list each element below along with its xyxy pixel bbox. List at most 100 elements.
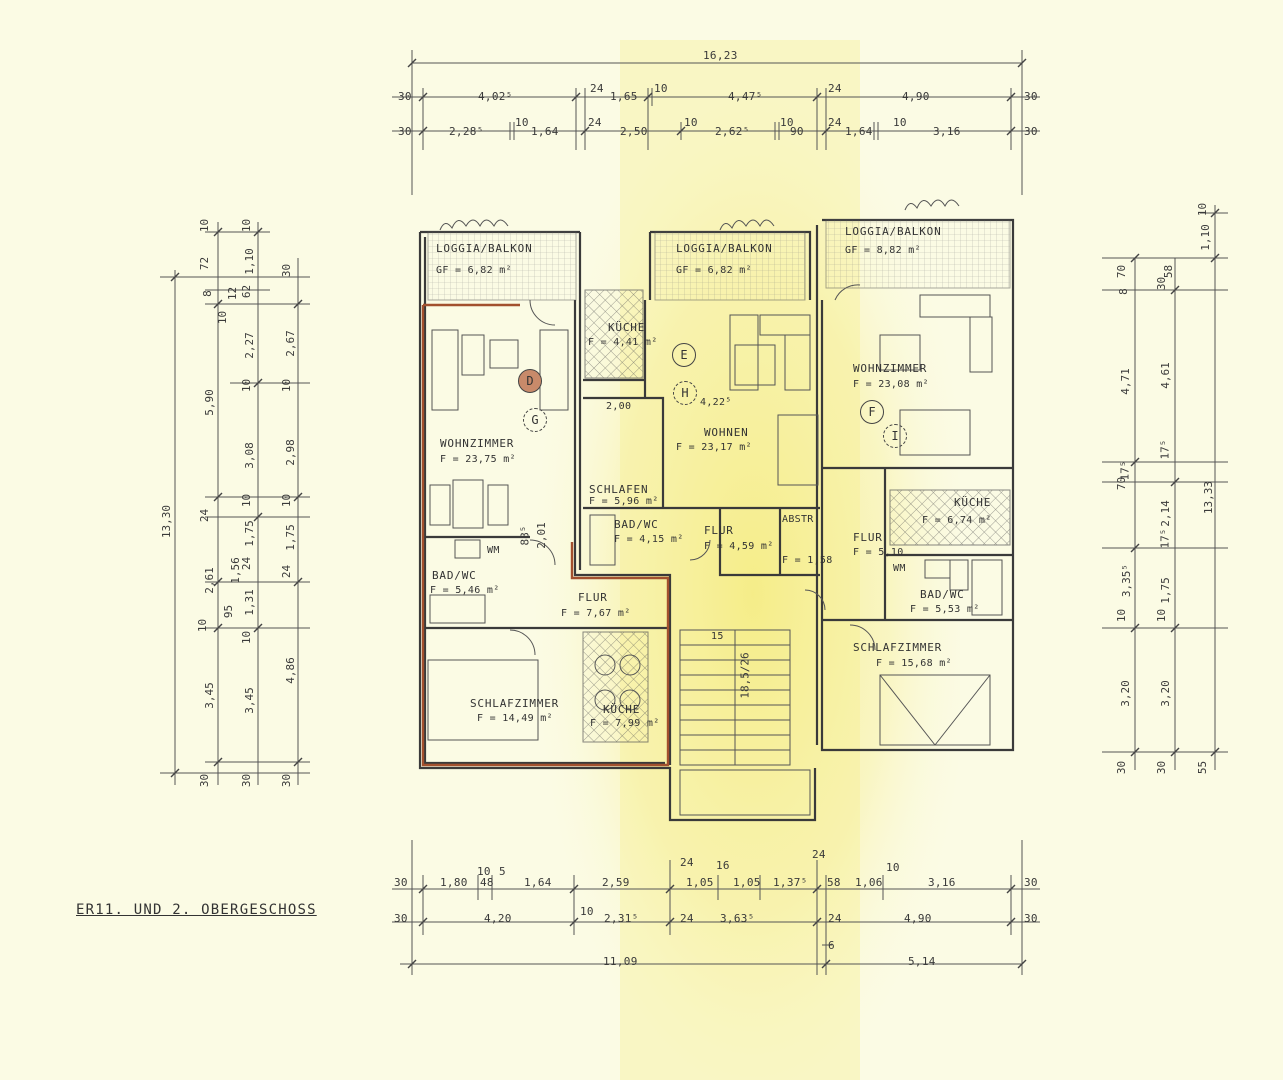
dim-label: 10	[198, 218, 212, 233]
loggia-balconies	[427, 199, 1011, 301]
dim-label: 30	[1115, 760, 1129, 775]
bottom-dimension-ticks	[407, 884, 1027, 969]
dim-label: 2,14	[1158, 500, 1172, 527]
dim-label: 30	[240, 773, 254, 788]
right-dimension-ticks	[1130, 208, 1220, 757]
dim-label: 10	[196, 618, 210, 633]
bad-right-wm: WM	[893, 563, 906, 574]
dim-label: 30	[1155, 276, 1169, 291]
dim-label: 1,64	[531, 125, 559, 138]
dim-label: 90	[790, 125, 804, 138]
dim-label: 10	[580, 905, 594, 918]
dim-label: 30	[280, 263, 294, 278]
unit-marker-i: I	[883, 424, 907, 448]
dim-label: 1,75	[1158, 577, 1172, 604]
dim-label: 30	[198, 773, 212, 788]
dim-label: 24	[828, 116, 842, 129]
loggia-left-name: LOGGIA/BALKON	[436, 242, 533, 255]
dim-label: 3,63⁵	[720, 912, 755, 925]
dim-label: 4,86	[283, 657, 297, 684]
dim-label: 2,28⁵	[449, 125, 484, 138]
highlight-band-core	[620, 40, 860, 1080]
dim-label: 5	[499, 865, 506, 878]
bad-right-area: F = 5,53 m²	[910, 604, 980, 615]
dim-label: 24	[828, 82, 842, 95]
dim-label: 30	[1024, 912, 1038, 925]
bad-mid-name: BAD/WC	[614, 518, 659, 531]
dim-label: 10	[1196, 202, 1210, 217]
dim-label: 10	[280, 378, 294, 393]
schlafzimmer-right-area: F = 15,68 m²	[876, 658, 952, 669]
dim-label: 3,16	[933, 125, 961, 138]
dim-label: 95	[222, 604, 236, 619]
dim-label: 2,98	[283, 439, 297, 466]
unit-marker-e: E	[672, 343, 696, 367]
schlafen-mid-area: F = 5,96 m²	[589, 496, 659, 507]
wohnen-mid-area: F = 23,17 m²	[676, 442, 752, 453]
flur-mid-name: FLUR	[704, 524, 734, 537]
dim-label: 1,06	[855, 876, 883, 889]
stair-ratio: 18,5/26	[738, 652, 752, 699]
dim-label: 12	[226, 286, 240, 301]
wohnzimmer-left-area: F = 23,75 m²	[440, 454, 516, 465]
dim-label: 1,31	[242, 589, 256, 616]
dim-label: 62	[240, 284, 254, 299]
dim-label: 5,90	[202, 389, 216, 416]
flur-right-name: FLUR	[853, 531, 883, 544]
dim-label: 30	[398, 125, 412, 138]
bad-right-name: BAD/WC	[920, 588, 965, 601]
dim-label: 4,71	[1118, 368, 1132, 395]
dim-label: 1,37⁵	[773, 876, 808, 889]
dim-label: 2,31⁵	[604, 912, 639, 925]
dim-label: 24	[828, 912, 842, 925]
wohnzimmer-right-name: WOHNZIMMER	[853, 362, 928, 375]
flur-mid-area: F = 4,59 m²	[704, 541, 774, 552]
dim-label: 2,61	[202, 567, 216, 594]
dim-label: 30	[394, 912, 408, 925]
dim-label: 3,20	[1118, 680, 1132, 707]
abstr-area: F = 1,58	[782, 555, 833, 566]
dim-label: 2,59	[602, 876, 630, 889]
dim-label: 10	[240, 630, 254, 645]
dim-label: 30	[398, 90, 412, 103]
unit-marker-g: G	[523, 408, 547, 432]
loggia-right-area: GF = 8,82 m²	[845, 245, 921, 256]
kuche-mid-area: F = 4,41 m²	[588, 337, 658, 348]
dim-label: 3,20	[1158, 680, 1172, 707]
dim-label: 24	[280, 564, 294, 579]
kuche-right-name: KÜCHE	[954, 496, 992, 509]
dim-label: 3,08	[242, 442, 256, 469]
dim-label: 10	[216, 310, 230, 325]
dim-label: 10	[886, 861, 900, 874]
dim-label: 1,64	[524, 876, 552, 889]
dim-label: 10	[893, 116, 907, 129]
kuche-left-name: KÜCHE	[603, 703, 641, 716]
dim-label: 70	[1115, 264, 1129, 279]
dim-label: 3,45	[202, 682, 216, 709]
dim-label: 2,62⁵	[715, 125, 750, 138]
dim-label: 1,65	[610, 90, 638, 103]
unit-marker-f: F	[860, 400, 884, 424]
dim-label: 10	[780, 116, 794, 129]
dim-label: 30	[1024, 125, 1038, 138]
dim-200: 2,00	[606, 401, 632, 412]
door-dim: 88⁵	[518, 525, 532, 546]
unit-marker-h: H	[673, 381, 697, 405]
dim-label: 4,90	[904, 912, 932, 925]
dim-label: 30	[1024, 876, 1038, 889]
dim-label: 8	[200, 290, 214, 297]
schlafzimmer-left-name: SCHLAFZIMMER	[470, 697, 560, 710]
dim-label: 58	[827, 876, 841, 889]
loggia-left-area: GF = 6,82 m²	[436, 265, 512, 276]
dim-label: 48	[480, 876, 494, 889]
bad-left-area: F = 5,46 m²	[430, 585, 500, 596]
schlafen-mid-name: SCHLAFEN	[589, 483, 649, 496]
dim-label: 1,05	[686, 876, 714, 889]
dim-label: 1,75	[283, 524, 297, 551]
dim-label: 1,64	[845, 125, 873, 138]
dim-label: 24	[588, 116, 602, 129]
dim-label: 16	[716, 859, 730, 872]
dim-label: 30	[280, 773, 294, 788]
dim-label: 17⁵	[1158, 528, 1172, 549]
